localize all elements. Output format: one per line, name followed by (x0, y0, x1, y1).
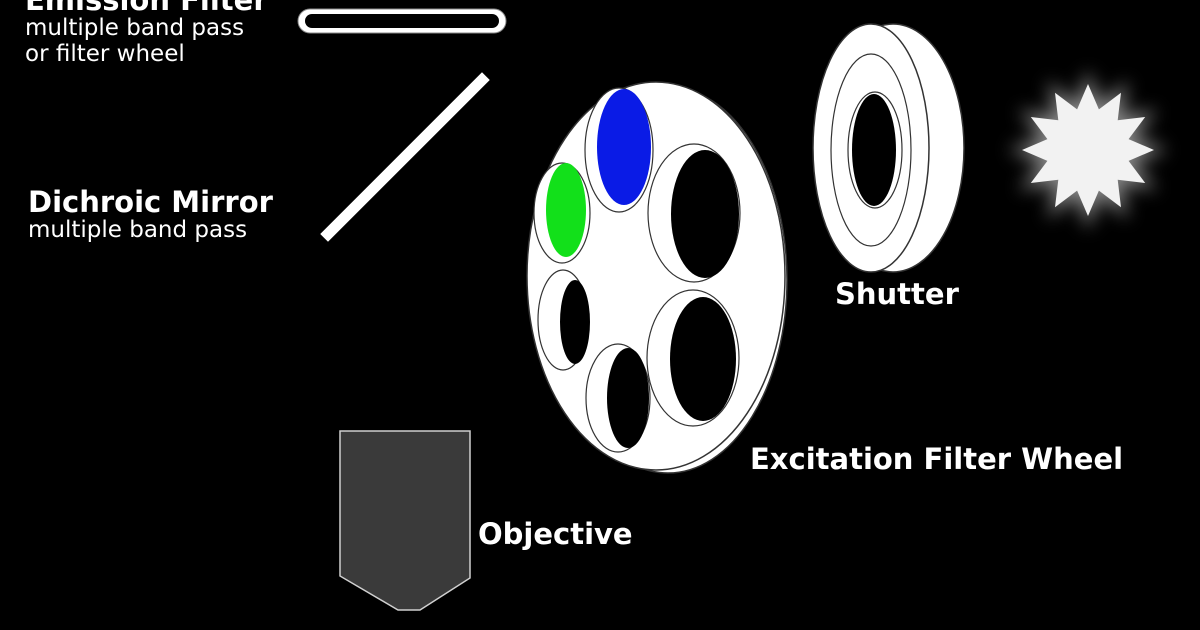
filter-slot-blue (584, 87, 654, 213)
filter-slot-empty-bottom (585, 343, 651, 453)
excitation-filter-wheel-label-text: Excitation Filter Wheel (750, 442, 1124, 476)
emission-filter-subtitle-line-1: multiple band pass (25, 15, 245, 42)
objective (339, 430, 471, 611)
starburst-light-icon (1008, 70, 1168, 230)
emission-filter (297, 8, 507, 34)
excitation-filter-wheel (526, 81, 788, 474)
dichroic-mirror (320, 72, 490, 242)
shutter-label: Shutter (835, 277, 959, 311)
emission-filter-subtitle-line-2: or filter wheel (25, 41, 185, 68)
objective-label: Objective (478, 517, 633, 551)
filter-slot-empty-lower-right (646, 289, 740, 427)
shutter (812, 23, 965, 273)
dichroic-mirror-label: Dichroic Mirror multiple band pass (28, 186, 273, 244)
dichroic-mirror-title: Dichroic Mirror (28, 185, 273, 219)
shutter-label-text: Shutter (835, 277, 959, 311)
emission-filter-label: Emission Filter multiple band pass or fi… (25, 0, 268, 68)
dichroic-mirror-subtitle: multiple band pass (28, 217, 248, 244)
objective-label-text: Objective (478, 517, 633, 551)
filter-slot-empty-upper-right (647, 143, 741, 283)
excitation-filter-wheel-label: Excitation Filter Wheel (750, 442, 1124, 476)
filter-slot-empty-left (537, 269, 590, 371)
emission-filter-title: Emission Filter (25, 0, 268, 17)
filter-slot-green (533, 162, 591, 264)
